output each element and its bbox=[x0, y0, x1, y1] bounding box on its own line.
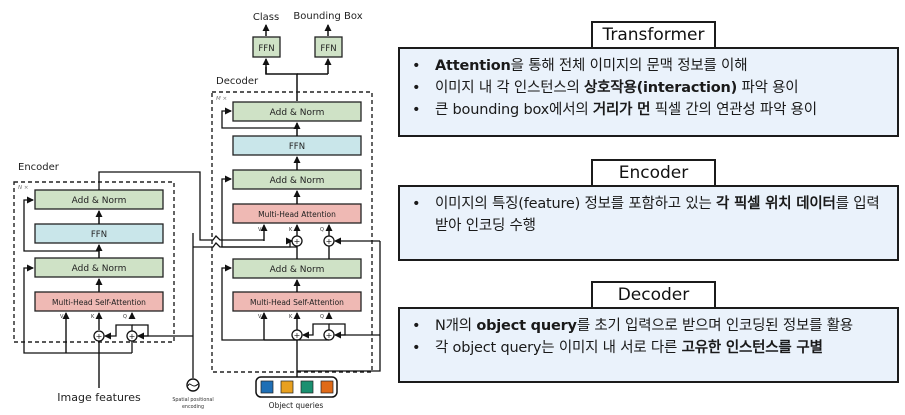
decoder-self-attention-label: Multi-Head Self-Attention bbox=[250, 298, 344, 307]
image-features-label: Image features bbox=[57, 391, 141, 404]
encoder-add-norm-1: Add & Norm bbox=[34, 257, 164, 278]
emphasized-text: 상호작용(interaction) bbox=[584, 80, 738, 96]
encoder-self-attention-label: Multi-Head Self-Attention bbox=[52, 298, 146, 307]
transformer-panel-title: Transformer bbox=[591, 21, 716, 49]
decoder-cross-k-port: K bbox=[289, 227, 293, 233]
class-output-label: Class bbox=[253, 12, 279, 23]
encoder-repeat-frame bbox=[13, 181, 175, 343]
decoder-cross-v-port: V bbox=[258, 227, 262, 233]
bullet-item: 이미지의 특징(feature) 정보를 포함하고 있는 각 픽셀 위치 데이터… bbox=[408, 193, 889, 237]
svg-text:+: + bbox=[326, 331, 333, 340]
bullet-item: 큰 bounding box에서의 거리가 먼 픽셀 간의 연관성 파악 용이 bbox=[408, 99, 889, 121]
bullet-text: 이미지 내 각 인스턴스의 bbox=[435, 80, 585, 96]
decoder-title: Decoder bbox=[216, 76, 259, 87]
decoder-repeat-label: M × bbox=[216, 96, 227, 102]
transformer-bullets: Attention을 통해 전체 이미지의 문맥 정보를 이해이미지 내 각 인… bbox=[400, 49, 897, 125]
bullet-text: 픽셀 간의 연관성 파악 용이 bbox=[650, 102, 817, 118]
class-ffn-label: FFN bbox=[258, 44, 274, 54]
bullet-item: 이미지 내 각 인스턴스의 상호작용(interaction) 파악 용이 bbox=[408, 77, 889, 99]
object-queries-label: Object queries bbox=[269, 401, 324, 410]
decoder-self-q-port: Q bbox=[320, 314, 324, 320]
encoder-q-port: Q bbox=[123, 314, 127, 320]
decoder-add-norm-3-label: Add & Norm bbox=[270, 108, 325, 118]
bbox-ffn-block: FFN bbox=[314, 36, 343, 58]
emphasized-text: object query bbox=[476, 318, 577, 334]
bullet-text: 이미지의 특징(feature) 정보를 포함하고 있는 bbox=[435, 196, 717, 212]
decoder-cross-attention: Multi-Head Attention bbox=[232, 203, 362, 224]
transformer-panel: Attention을 통해 전체 이미지의 문맥 정보를 이해이미지 내 각 인… bbox=[398, 47, 899, 137]
decoder-self-attention: Multi-Head Self-Attention bbox=[232, 291, 362, 312]
decoder-cross-q-port: Q bbox=[320, 227, 324, 233]
encoder-v-port: V bbox=[60, 314, 64, 320]
bullet-text: N개의 bbox=[435, 318, 477, 334]
decoder-add-norm-2: Add & Norm bbox=[232, 169, 362, 190]
decoder-ffn-label: FFN bbox=[289, 142, 305, 152]
emphasized-text: Attention bbox=[435, 58, 511, 74]
svg-text:+: + bbox=[294, 237, 301, 246]
encoder-ffn: FFN bbox=[34, 223, 164, 244]
decoder-add-norm-1: Add & Norm bbox=[232, 258, 362, 279]
encoder-k-port: K bbox=[91, 314, 95, 320]
decoder-ffn: FFN bbox=[232, 135, 362, 156]
bullet-text: 큰 bounding box에서의 bbox=[435, 102, 593, 118]
class-ffn-block: FFN bbox=[252, 36, 281, 58]
decoder-self-v-port: V bbox=[258, 314, 262, 320]
positional-encoding-icon bbox=[186, 378, 200, 392]
bbox-output-label: Bounding Box bbox=[293, 11, 362, 22]
positional-encoding-label-1: Spatial positional bbox=[172, 397, 213, 403]
bullet-text: 를 입력받아 인코딩 수행 bbox=[435, 196, 880, 234]
object-query-1 bbox=[260, 380, 274, 394]
bullet-text: 각 object query는 이미지 내 서로 다른 bbox=[435, 340, 682, 356]
decoder-cross-attention-label: Multi-Head Attention bbox=[258, 210, 336, 219]
encoder-self-attention: Multi-Head Self-Attention bbox=[34, 291, 164, 312]
bullet-item: 각 object query는 이미지 내 서로 다른 고유한 인스턴스를 구별 bbox=[408, 337, 889, 359]
bullet-text: 파악 용이 bbox=[737, 80, 799, 96]
decoder-bullets: N개의 object query를 초기 입력으로 받으며 인코딩된 정보를 활… bbox=[400, 309, 897, 363]
svg-text:+: + bbox=[326, 237, 333, 246]
decoder-self-k-port: K bbox=[289, 314, 293, 320]
bullet-text: 을 통해 전체 이미지의 문맥 정보를 이해 bbox=[510, 58, 748, 74]
object-query-4 bbox=[320, 380, 334, 394]
encoder-add-norm-2-label: Add & Norm bbox=[72, 196, 127, 206]
decoder-repeat-frame bbox=[211, 91, 373, 373]
bullet-item: N개의 object query를 초기 입력으로 받으며 인코딩된 정보를 활… bbox=[408, 315, 889, 337]
encoder-ffn-label: FFN bbox=[91, 230, 107, 240]
encoder-title: Encoder bbox=[18, 162, 60, 173]
object-query-3 bbox=[300, 380, 314, 394]
emphasized-text: 고유한 인스턴스를 구별 bbox=[681, 340, 823, 356]
positional-encoding-label-2: encoding bbox=[182, 404, 204, 410]
encoder-add-norm-1-label: Add & Norm bbox=[72, 264, 127, 274]
encoder-bullets: 이미지의 특징(feature) 정보를 포함하고 있는 각 픽셀 위치 데이터… bbox=[400, 187, 897, 241]
svg-text:+: + bbox=[129, 332, 136, 341]
decoder-add-norm-1-label: Add & Norm bbox=[270, 265, 325, 275]
emphasized-text: 거리가 먼 bbox=[592, 102, 651, 118]
emphasized-text: 각 픽셀 위치 데이터 bbox=[716, 196, 836, 212]
object-query-2 bbox=[280, 380, 294, 394]
decoder-add-norm-2-label: Add & Norm bbox=[270, 176, 325, 186]
encoder-add-norm-2: Add & Norm bbox=[34, 189, 164, 210]
bullet-text: 를 초기 입력으로 받으며 인코딩된 정보를 활용 bbox=[576, 318, 853, 334]
object-queries-group: Object queries bbox=[255, 376, 338, 410]
decoder-panel: N개의 object query를 초기 입력으로 받으며 인코딩된 정보를 활… bbox=[398, 307, 899, 383]
decoder-panel-title: Decoder bbox=[591, 281, 716, 309]
svg-text:+: + bbox=[294, 331, 301, 340]
detr-architecture-diagram: Class Bounding Box FFN FFN Decoder M × A… bbox=[13, 11, 381, 410]
encoder-repeat-label: N × bbox=[18, 185, 28, 191]
encoder-panel-title: Encoder bbox=[591, 159, 716, 187]
bbox-ffn-label: FFN bbox=[320, 44, 336, 54]
svg-text:+: + bbox=[96, 332, 103, 341]
decoder-add-norm-3: Add & Norm bbox=[232, 101, 362, 122]
bullet-item: Attention을 통해 전체 이미지의 문맥 정보를 이해 bbox=[408, 55, 889, 77]
encoder-panel: 이미지의 특징(feature) 정보를 포함하고 있는 각 픽셀 위치 데이터… bbox=[398, 185, 899, 261]
